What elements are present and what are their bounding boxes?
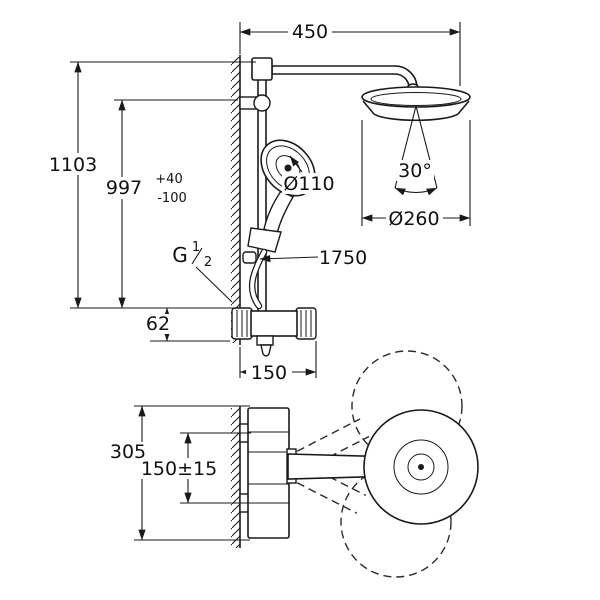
holder-cone [247,227,282,253]
fraction-slash [191,247,203,265]
wall-hatch-upper [231,57,240,343]
dim-110-label: Ø110 [283,173,334,195]
valve-body [247,407,290,539]
label-bg [143,314,174,334]
riser-pipe [257,78,267,312]
label-bg [140,458,218,479]
mixer-outlet [256,335,274,346]
dimension-labels: 450 1103 997 +40 -100 Ø110 30° Ø260 1750… [47,21,443,480]
dim-1103-label: 1103 [49,154,97,176]
holder-clamp [242,251,257,264]
head-shower-ring [370,92,462,106]
label-bg [282,173,337,194]
dim-997-tol-minus: -100 [157,191,187,206]
handshower-front-center [418,464,424,470]
leader-thread [195,266,233,303]
wall-lower [231,406,241,548]
leader-1750 [259,255,319,263]
dim-150-15-label: 150±15 [141,458,217,480]
dim-62-label: 62 [146,313,170,335]
pipe-clamp [253,94,271,112]
shower-arm [271,65,418,91]
dim-450-label: 450 [292,21,328,43]
label-bg [104,442,153,462]
handshower-front-inner [407,453,435,481]
thread-denominator: 2 [204,255,212,270]
swivel-circle-dashed-top [351,350,463,462]
label-bg [246,363,292,383]
elbow-fitting [251,57,273,81]
handshower-front-mid [393,439,449,495]
dim-260-label: Ø260 [388,208,439,230]
head-skirt-right [457,100,470,115]
angle-30-label: 30° [398,160,432,182]
hand-shower-center [284,164,292,172]
head-spray-face [373,113,459,122]
mixer-body [250,310,298,337]
label-bg [288,21,332,42]
shower-holder [242,227,282,264]
dim-150-label: 150 [251,362,287,384]
dim-997-label: 997 [106,177,142,199]
riser-pipe-fill [258,78,266,312]
label-bg [396,160,434,181]
handshower-front-view [363,409,479,525]
head-skirt-left [362,100,375,115]
thread-letter: G [172,243,188,267]
dim-305-label: 305 [110,441,146,463]
dim-1750-label: 1750 [319,247,367,269]
label-bg [99,177,149,199]
dimension-lines [70,22,471,541]
thread-numerator: 1 [192,240,200,255]
hand-shower-handle [263,190,294,235]
leader-110 [289,155,303,173]
wall-upper [231,55,241,345]
head-shower-top [361,86,471,108]
dim-997-tol-plus: +40 [155,172,182,187]
mixer-valve [231,307,317,357]
swivel-arm-dashed-bottom-a [285,476,358,514]
wall-hatch-lower [231,408,240,548]
swivel-arm-dashed-top-b [285,418,361,458]
swivel-circle-dashed-bottom [340,466,452,578]
label-bg [386,208,443,229]
head-shower [361,83,471,122]
label-bg [47,153,100,175]
outlet-aerator [260,344,272,357]
angle-arc [394,187,438,196]
